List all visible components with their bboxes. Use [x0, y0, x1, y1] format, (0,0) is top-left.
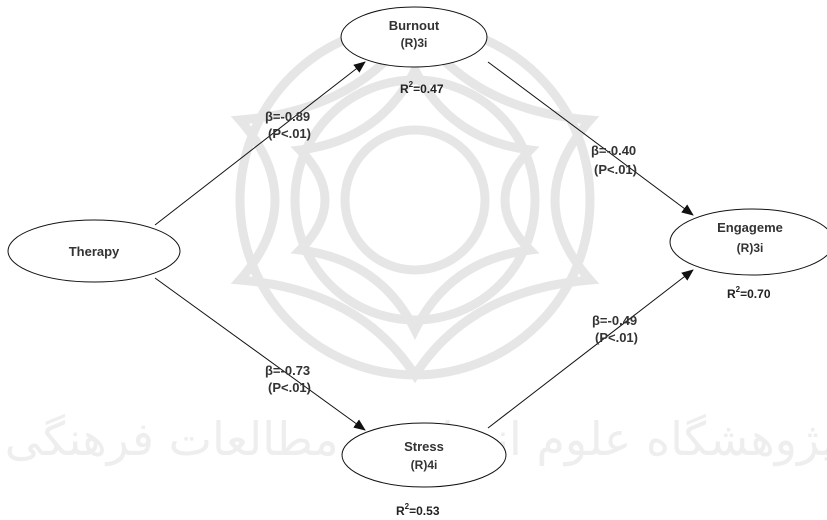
path-label-stress-engagement-p: (P<.01)	[595, 330, 638, 345]
r2-burnout: R2=0.47	[400, 80, 444, 96]
node-therapy[interactable]: Therapy	[7, 219, 181, 283]
node-engagement-shape	[669, 208, 827, 276]
node-engagement[interactable]: Engageme (R)3i	[669, 208, 827, 276]
watermark-ornament	[230, 16, 600, 384]
node-burnout[interactable]: Burnout (R)3i	[340, 6, 488, 68]
node-stress-title: Stress	[404, 439, 444, 454]
path-label-burnout-engagement-p: (P<.01)	[594, 162, 637, 177]
r2-engagement: R2=0.70	[727, 285, 771, 301]
node-stress[interactable]: Stress (R)4i	[341, 422, 507, 488]
node-stress-sub: (R)4i	[411, 458, 438, 472]
node-engagement-sub: (R)3i	[737, 241, 764, 255]
path-label-stress-engagement-beta: β=-0.49	[592, 313, 637, 328]
path-label-therapy-stress-p: (P<.01)	[268, 380, 311, 395]
node-burnout-title: Burnout	[389, 18, 440, 33]
node-stress-shape	[341, 422, 507, 488]
r2-stress: R2=0.53	[396, 502, 440, 518]
node-engagement-title: Engageme	[717, 220, 783, 235]
path-label-therapy-burnout-beta: β=-0.89	[265, 109, 310, 124]
node-burnout-shape	[340, 6, 488, 68]
node-therapy-title: Therapy	[69, 244, 120, 259]
node-burnout-sub: (R)3i	[401, 36, 428, 50]
path-label-burnout-engagement-beta: β=-0.40	[591, 143, 636, 158]
node-therapy-shape	[7, 219, 181, 283]
edge-therapy-burnout	[154, 61, 366, 226]
path-label-therapy-stress-beta: β=-0.73	[265, 363, 310, 378]
edge-burnout-engagement	[487, 61, 694, 216]
edge-therapy-stress	[154, 277, 366, 431]
path-label-therapy-burnout-p: (P<.01)	[268, 126, 311, 141]
edge-stress-engagement	[487, 269, 694, 429]
